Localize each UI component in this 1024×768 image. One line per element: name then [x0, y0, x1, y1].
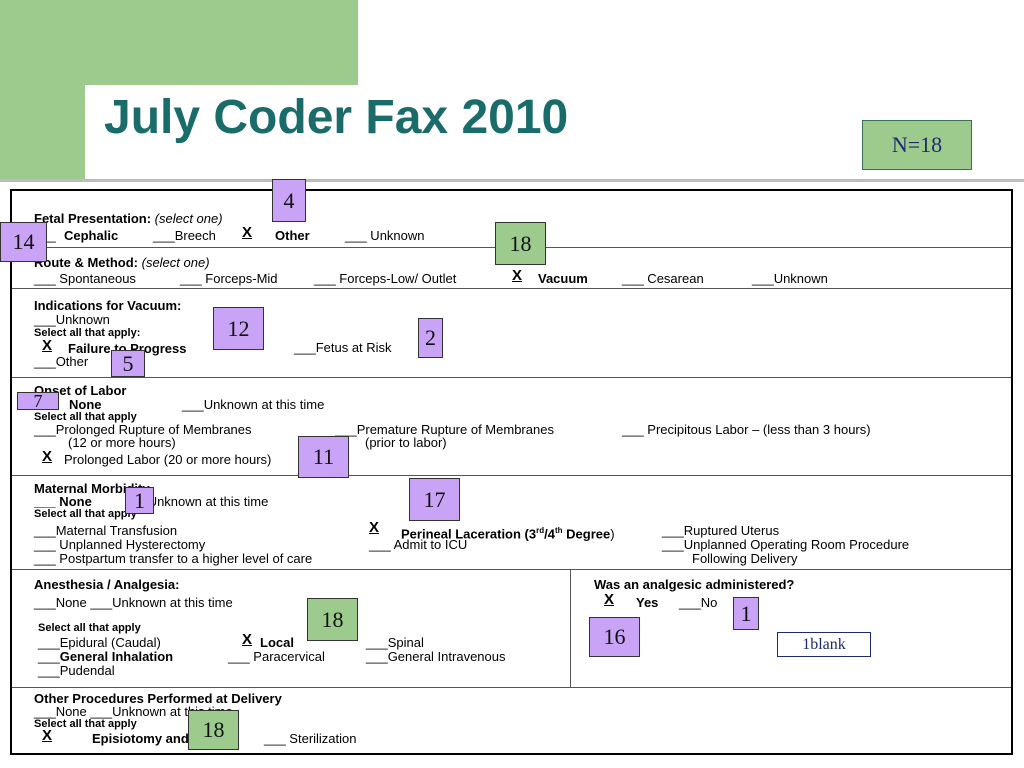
maternal-laceration-mark: X — [369, 519, 380, 536]
count-badge-fetus-risk: 2 — [418, 318, 443, 358]
other-none-unknown: ___None ___Unknown at this time — [34, 704, 233, 719]
indications-fetus-risk: ___Fetus at Risk — [294, 340, 392, 355]
blank-count-label: 1blank — [777, 632, 871, 657]
route-vacuum-mark: X — [512, 267, 523, 284]
anesthesia-epidural: ___Epidural (Caudal) — [38, 635, 161, 650]
fetal-cephalic: Cephalic — [64, 228, 119, 243]
onset-precipitous: ___ Precipitous Labor – (less than 3 hou… — [622, 422, 871, 437]
anesthesia-general-inhalation: ___General Inhalation — [38, 649, 174, 664]
anesthesia-local-mark: X — [242, 631, 253, 648]
route-heading: Route & Method: (select one) — [34, 255, 210, 270]
sample-size-box: N=18 — [862, 120, 972, 170]
indications-failure-mark: X — [42, 337, 53, 354]
onset-prolonged-rupture: ___Prolonged Rupture of Membranes — [34, 422, 252, 437]
decorative-green-block — [0, 0, 358, 85]
count-badge-prolonged-labor: 11 — [298, 436, 349, 478]
maternal-ruptured-uterus: ___Ruptured Uterus — [662, 523, 780, 538]
count-badge-analgesic-yes: 16 — [589, 617, 640, 657]
indications-heading: Indications for Vacuum: — [34, 298, 182, 313]
maternal-hysterectomy: ___ Unplanned Hysterectomy — [34, 537, 206, 552]
count-badge-episiotomy: 18 — [188, 710, 239, 750]
section-indications-vacuum: Indications for Vacuum: ___Unknown Selec… — [12, 288, 1011, 378]
maternal-select-note: Select all that apply — [34, 508, 137, 520]
onset-twelve-hours: (12 or more hours) — [68, 435, 176, 450]
count-badge-fetal-cephalic: 14 — [0, 222, 47, 262]
slide-title: July Coder Fax 2010 — [104, 91, 569, 144]
anesthesia-paracervical: ___ Paracervical — [228, 649, 325, 664]
onset-premature-rupture: ___Premature Rupture of Membranes — [335, 422, 554, 437]
anesthesia-divider — [570, 569, 571, 687]
anesthesia-heading: Anesthesia / Analgesia: — [34, 577, 180, 592]
maternal-transfusion: ___Maternal Transfusion — [34, 523, 178, 538]
maternal-postpartum: ___ Postpartum transfer to a higher leve… — [34, 551, 313, 566]
fetal-other: Other — [275, 228, 310, 243]
anesthesia-select-note: Select all that apply — [38, 622, 141, 634]
indications-other: ___Other — [34, 354, 89, 369]
other-episiotomy-mark: X — [42, 727, 53, 744]
anesthesia-general-iv: ___General Intravenous — [366, 649, 506, 664]
indications-select-note: Select all that apply: — [34, 327, 141, 339]
onset-none: None — [69, 397, 102, 412]
maternal-following-delivery: Following Delivery — [692, 551, 798, 566]
onset-prolonged-labor: Prolonged Labor (20 or more hours) — [64, 452, 272, 467]
analgesic-yes-mark: X — [604, 591, 615, 608]
other-heading: Other Procedures Performed at Delivery — [34, 691, 282, 706]
route-forceps-low: ___ Forceps-Low/ Outlet — [314, 271, 457, 286]
analgesic-question: Was an analgesic administered? — [594, 577, 795, 592]
maternal-none: ___ None — [34, 494, 92, 509]
analgesic-yes: Yes — [636, 595, 659, 610]
analgesic-no: ___No — [679, 595, 718, 610]
route-cesarean: ___ Cesarean — [622, 271, 704, 286]
other-sterilization: ___ Sterilization — [264, 731, 357, 746]
maternal-unplanned-or: ___Unplanned Operating Room Procedure — [662, 537, 910, 552]
count-badge-failure-progress: 12 — [213, 307, 264, 350]
onset-unknown: ___Unknown at this time — [182, 397, 325, 412]
route-unknown: ___Unknown — [752, 271, 828, 286]
other-episiotomy: Episiotomy and/or — [92, 731, 206, 746]
anesthesia-local: Local — [260, 635, 294, 650]
title-divider — [0, 179, 1024, 182]
count-badge-route-vacuum: 18 — [495, 222, 546, 265]
anesthesia-none-unknown: ___None ___Unknown at this time — [34, 595, 233, 610]
title-backdrop — [85, 85, 358, 180]
indications-unknown: ___Unknown — [34, 312, 110, 327]
maternal-heading: Maternal Morbidity — [34, 481, 150, 496]
fetal-unknown: ___ Unknown — [345, 228, 425, 243]
anesthesia-spinal: ___Spinal — [366, 635, 424, 650]
count-badge-fetal-other: 4 — [272, 179, 306, 222]
section-route-method: Route & Method: (select one) ___ Spontan… — [12, 247, 1011, 289]
fetal-breech: ___Breech — [153, 228, 216, 243]
coder-fax-form: Fetal Presentation: (select one) ___ Cep… — [10, 189, 1013, 755]
maternal-icu: ___ Admit to ICU — [369, 537, 468, 552]
route-forceps-mid: ___ Forceps-Mid — [180, 271, 278, 286]
route-vacuum: Vacuum — [538, 271, 588, 286]
count-badge-maternal-unknown: 1 — [125, 487, 154, 514]
fetal-other-mark: X — [242, 224, 253, 241]
section-anesthesia: Anesthesia / Analgesia: ___None ___Unkno… — [12, 569, 1011, 688]
count-badge-analgesic-no: 1 — [733, 597, 759, 630]
count-badge-onset-none: 7 — [17, 391, 59, 411]
indications-failure: Failure to Progress — [68, 341, 187, 356]
count-badge-indications-other: 5 — [111, 350, 145, 377]
section-other-procedures: Other Procedures Performed at Delivery _… — [12, 687, 1011, 753]
maternal-laceration: Perineal Laceration (3rd/4th Degree) — [401, 526, 615, 542]
onset-prior-labor: (prior to labor) — [365, 435, 447, 450]
route-spontaneous: ___ Spontaneous — [34, 271, 136, 286]
decorative-green-side — [0, 85, 85, 180]
section-onset-labor: Onset of Labor None ___Unknown at this t… — [12, 377, 1011, 476]
count-badge-perineal-laceration: 17 — [409, 478, 460, 521]
fetal-heading: Fetal Presentation: (select one) — [34, 211, 223, 226]
section-maternal-morbidity: Maternal Morbidity ___ None ___Unknown a… — [12, 475, 1011, 570]
onset-prolonged-mark: X — [42, 448, 53, 465]
onset-select-note: Select all that apply — [34, 411, 137, 423]
maternal-unknown: ___Unknown at this time — [126, 494, 269, 509]
anesthesia-pudendal: ___Pudendal — [38, 663, 115, 678]
count-badge-anesthesia-local: 18 — [307, 598, 358, 641]
other-select-note: Select all that apply — [34, 718, 137, 730]
